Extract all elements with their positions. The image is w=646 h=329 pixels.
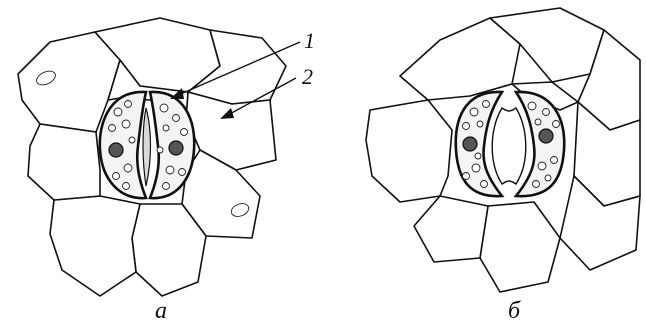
closed-pore-a xyxy=(143,108,151,186)
guard-nucleus-a-right xyxy=(169,141,183,155)
panel-a-epidermal-cells xyxy=(18,18,286,296)
panel-label-b: б xyxy=(508,298,521,324)
guard-nucleus-a-left xyxy=(109,143,123,157)
guard-nucleus-b-right xyxy=(539,129,553,143)
panel-b-stoma: б xyxy=(366,8,640,324)
panel-label-a: а xyxy=(155,298,167,324)
callout-label-1: 1 xyxy=(304,28,315,53)
open-pore-b xyxy=(492,108,526,184)
guard-nucleus-b-left xyxy=(463,137,477,151)
callout-label-2: 2 xyxy=(302,64,313,89)
panel-a-stoma: 1 2 а xyxy=(18,18,315,324)
guard-cell-a-left xyxy=(100,92,146,198)
